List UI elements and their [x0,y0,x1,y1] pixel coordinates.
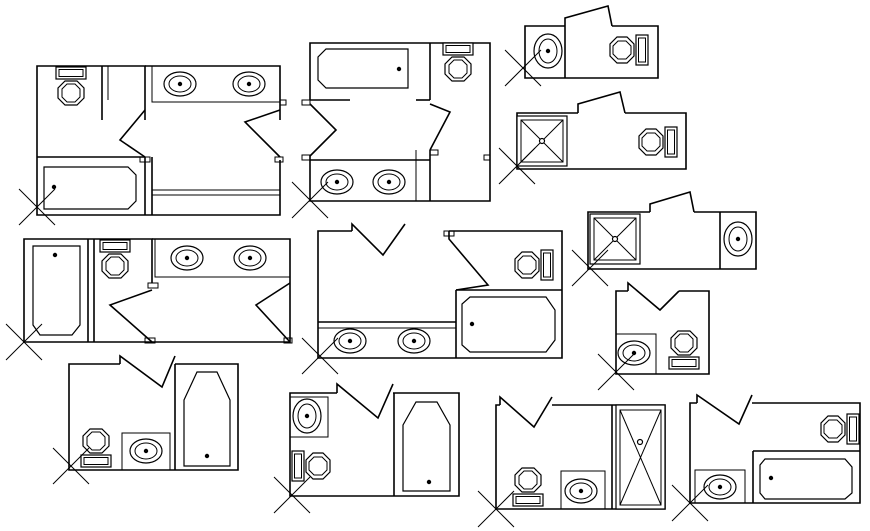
plan-k [477,395,666,528]
sink-icon [333,328,367,354]
basin-icon [723,221,753,257]
toilet-icon [638,126,678,158]
plan-j [273,382,460,514]
bathtub-icon [461,296,556,353]
toilet-icon [512,467,544,507]
toilet-icon [514,249,554,281]
sink-icon [397,328,431,354]
bathtub-icon [402,401,451,492]
plan-d [498,91,687,185]
sink-icon [564,478,598,504]
bathtub-icon [317,48,409,89]
sink-icon [163,71,197,97]
toilet-icon [609,34,649,66]
sink-icon [233,245,267,271]
bathtub-icon [43,166,137,210]
sink-icon [617,340,651,366]
toilet-icon [442,42,474,82]
door-swing-mark [504,49,542,87]
bathtub-icon [183,371,231,467]
plan-g [571,190,757,287]
sink-icon [129,438,163,464]
sink-icon [372,169,406,195]
plan-e [5,238,293,361]
plan-b [291,42,491,219]
sink-icon [232,71,266,97]
shower-icon [589,213,641,265]
plan-l [671,393,861,522]
basin-icon [292,398,322,434]
sink-icon [320,169,354,195]
toilet-icon [668,330,700,370]
plan-f [301,222,563,375]
plan-a [18,65,287,226]
toilet-icon [55,66,87,106]
plan-c [504,4,659,87]
plan-h [597,281,710,391]
sink-icon [170,245,204,271]
toilet-icon [99,239,131,279]
plan-i [52,354,239,485]
toilet-icon [820,413,860,445]
sink-icon [703,474,737,500]
toilet-icon [291,450,331,482]
door-swing-mark [301,337,339,375]
basin-icon [533,33,563,69]
bathtub-icon [759,458,853,500]
door-swing-mark [273,476,311,514]
bathtub-icon [32,245,81,336]
toilet-icon [80,428,112,468]
